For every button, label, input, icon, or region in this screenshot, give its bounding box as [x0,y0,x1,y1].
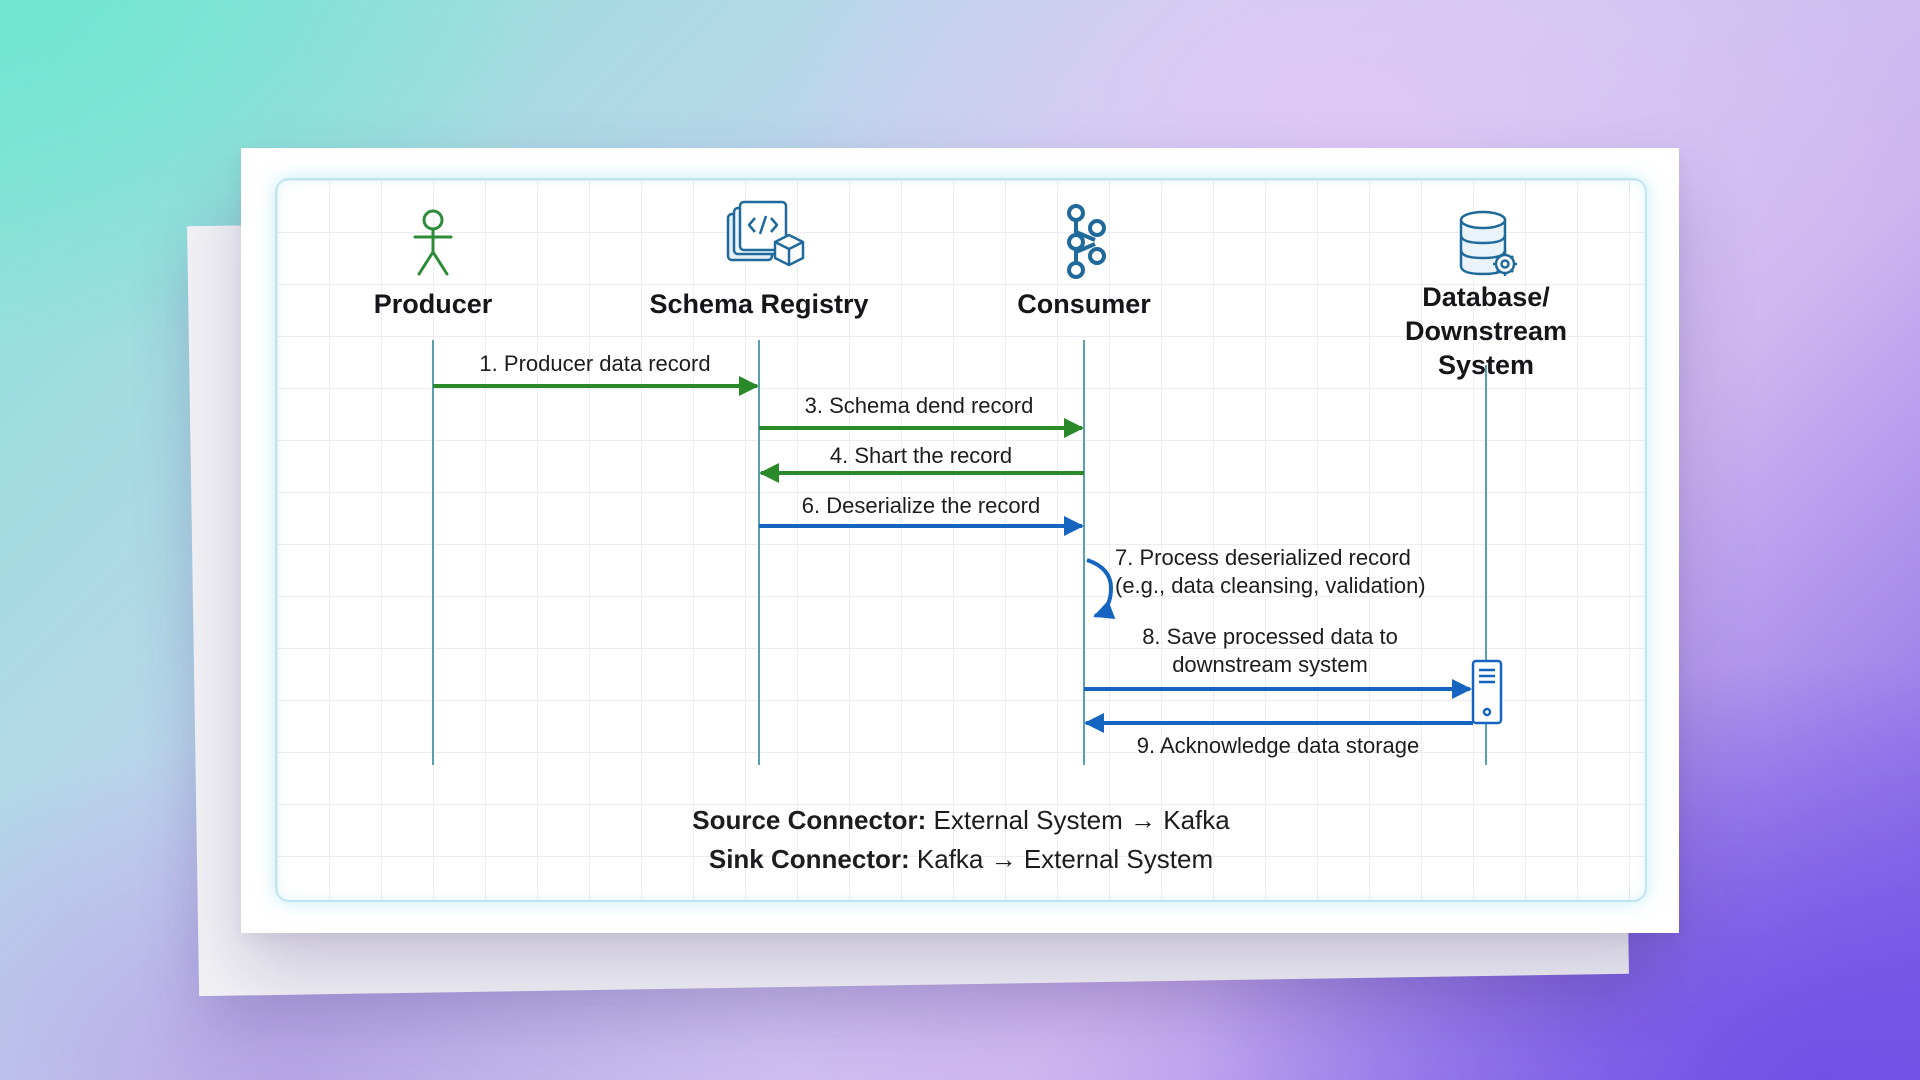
actor-consumer-name: Consumer [1017,289,1151,319]
sink-connector-label: Sink Connector: [708,844,910,874]
message-label-4: 4. Shart the record [829,443,1013,468]
message-label-9: 9. Acknowledge data storage [1136,733,1420,758]
stick-figure-icon [413,209,453,276]
sink-connector-value: Kafka → External System [916,844,1214,874]
message-label-1: 1. Producer data record [479,351,711,376]
server-icon [1471,659,1503,725]
message-label-6: 6. Deserialize the record [801,493,1041,518]
actor-database-name: Database/ Downstream System [1404,282,1568,380]
diagram-card: Producer Schema Registry Consumer Databa… [241,148,1679,933]
database-gear-icon [1459,210,1517,276]
sequence-diagram-panel: Producer Schema Registry Consumer Databa… [275,178,1647,902]
footer-source-connector: Source Connector: External System → Kafk… [277,805,1645,836]
actor-schema-registry-name: Schema Registry [649,289,869,319]
message-arrow-7-self-loop [1086,558,1116,620]
sequence-diagram-svg [413,200,1517,765]
actor-producer-name: Producer [373,289,493,319]
message-label-8: 8. Save processed data to downstream sys… [1142,624,1398,677]
message-label-7: 7. Process deserialized record (e.g., da… [1115,545,1426,598]
source-connector-label: Source Connector: [692,805,927,835]
schema-documents-icon [726,200,805,267]
source-connector-value: External System → Kafka [933,805,1230,835]
message-label-3: 3. Schema dend record [804,393,1034,418]
footer-sink-connector: Sink Connector: Kafka → External System [277,844,1645,875]
kafka-nodes-icon [1067,204,1106,279]
